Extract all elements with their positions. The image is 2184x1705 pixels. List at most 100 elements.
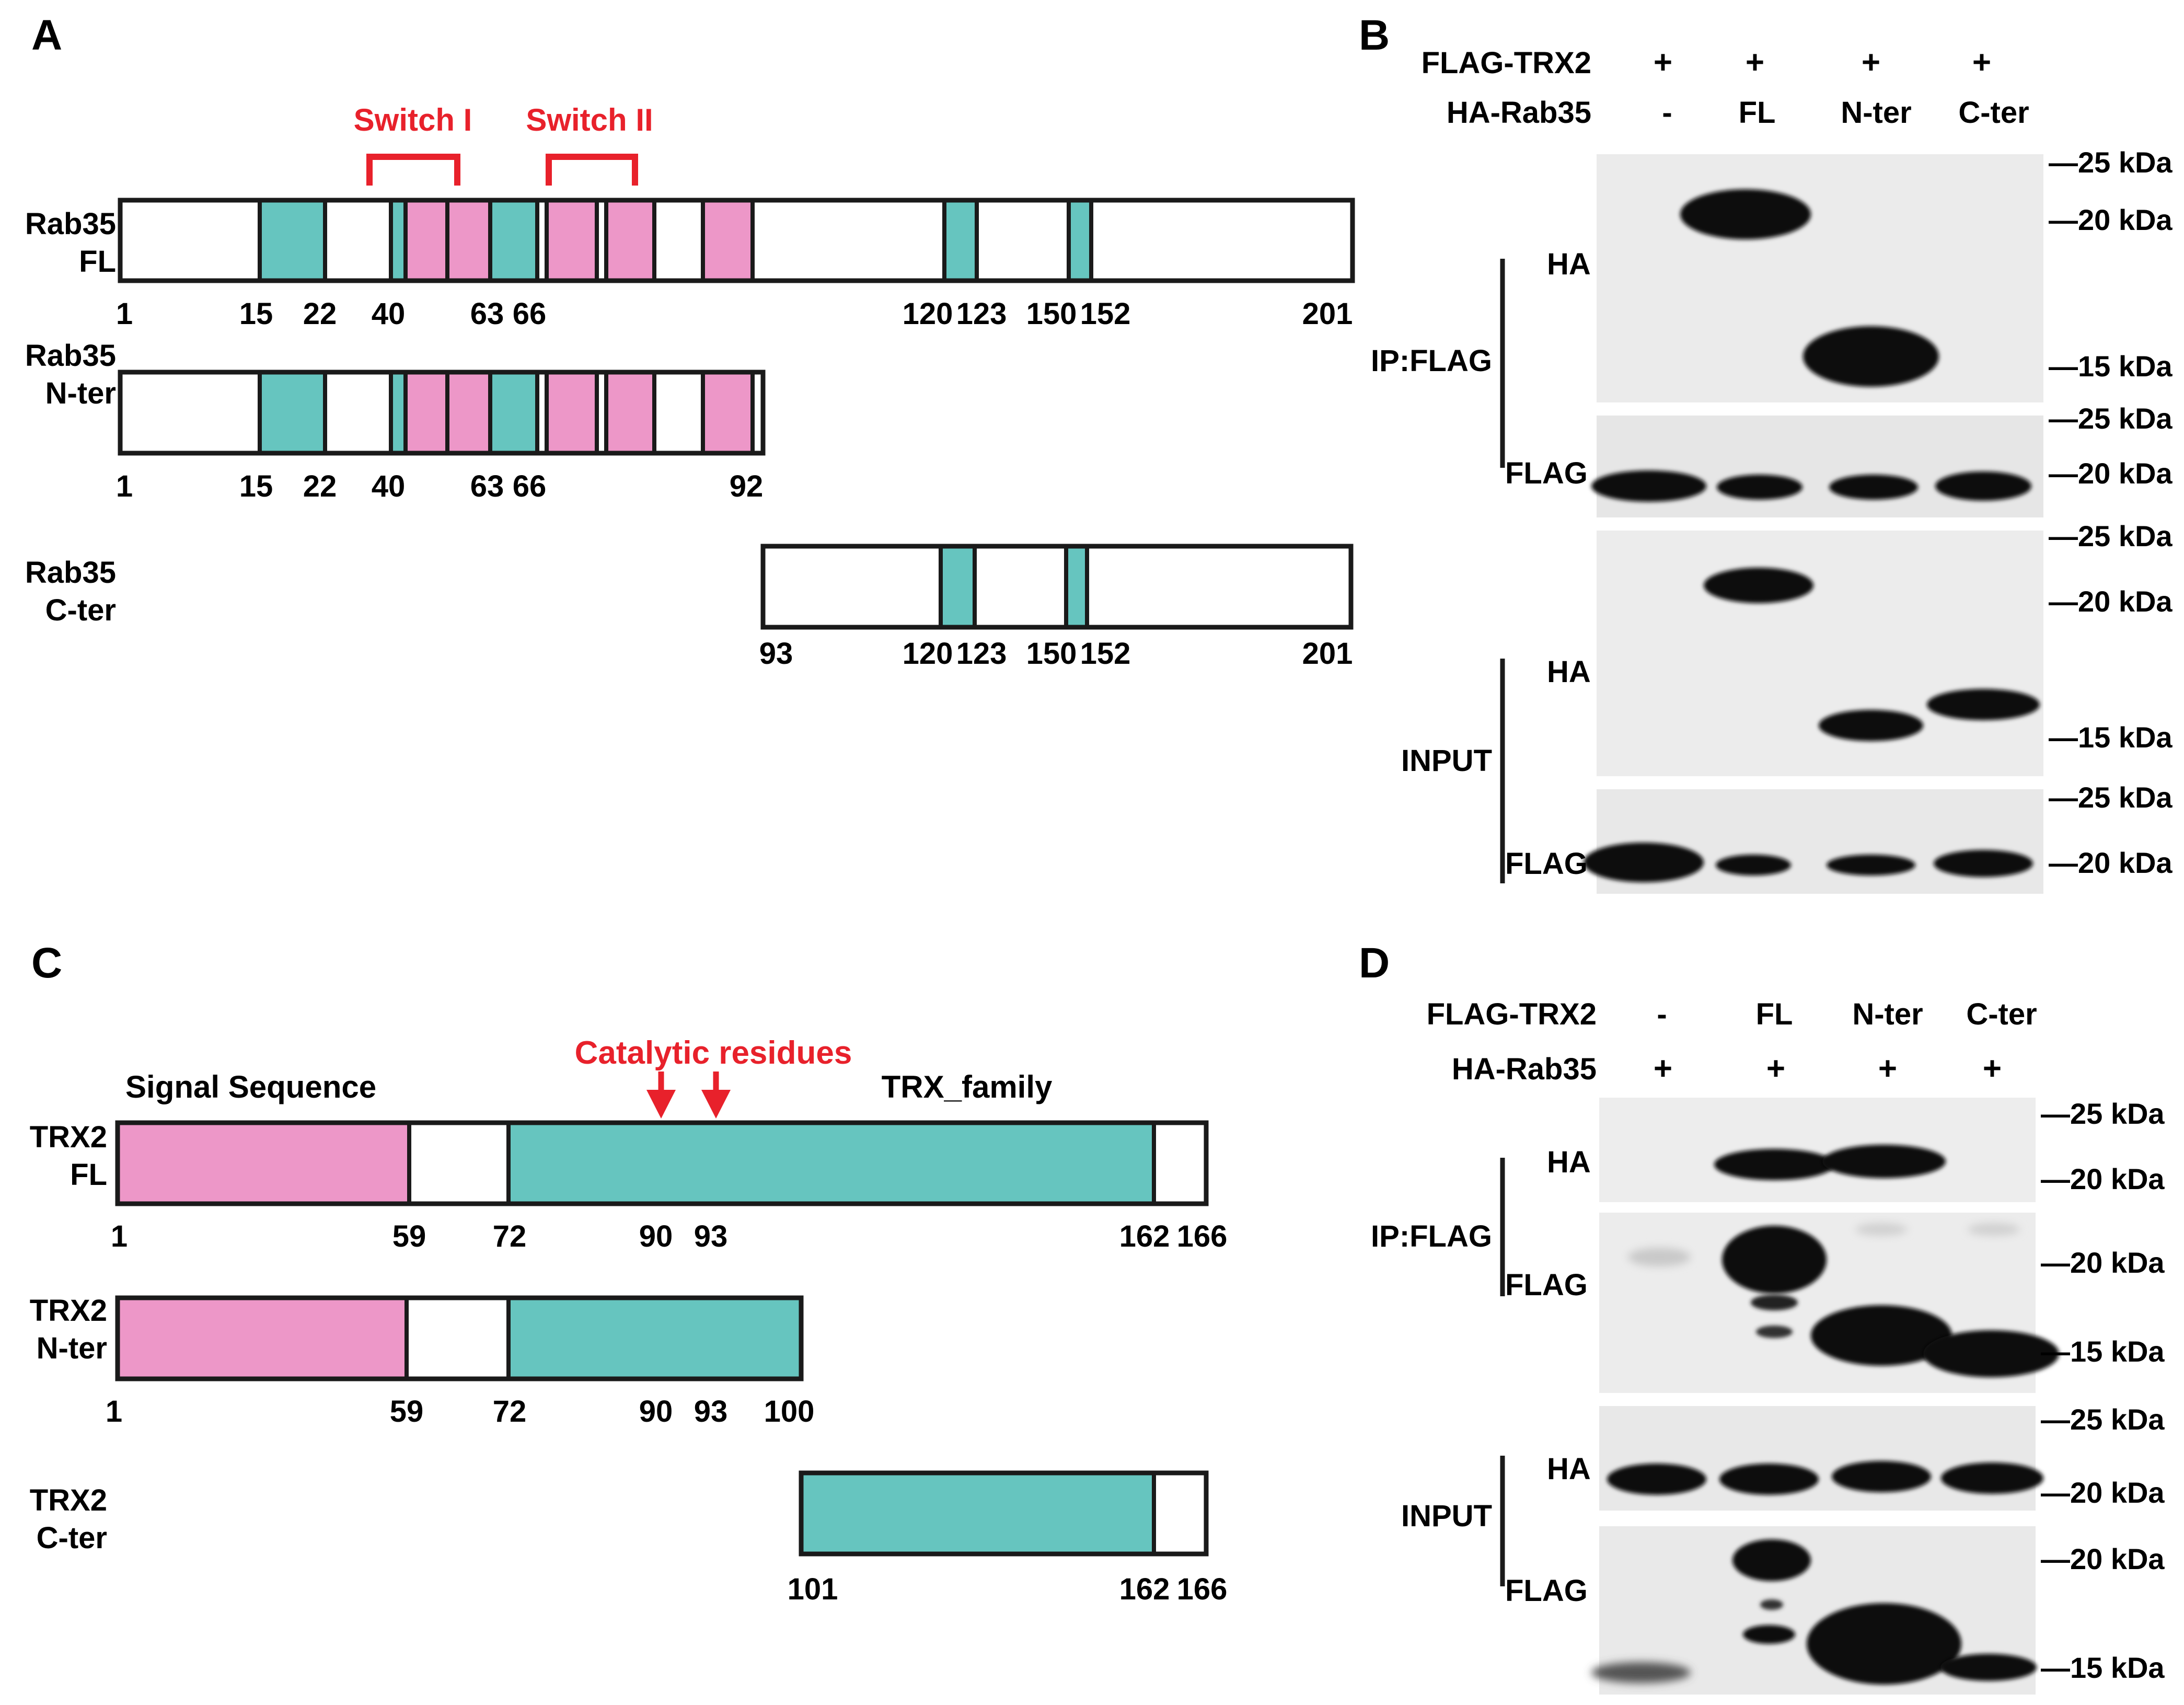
- panel-d-row-label: FLAG-TRX2: [1427, 997, 1597, 1031]
- blot-band: [1717, 475, 1802, 500]
- panel-b: B FLAG-TRX2 + + + + HA-Rab35 - FL N-ter …: [1359, 11, 2173, 894]
- panel-d-blot-label: FLAG: [1505, 1574, 1588, 1608]
- rab35-nter-tick: 1: [116, 469, 133, 503]
- blot-band: [1722, 1226, 1827, 1294]
- trx2-nter-tick: 93: [694, 1395, 728, 1428]
- rab35-nter-tick: 40: [372, 469, 406, 503]
- panel-d-blot-label: HA: [1547, 1452, 1591, 1486]
- blot-band: [1923, 1330, 2059, 1377]
- blot-band: [1719, 1464, 1819, 1495]
- trx2-nter-tick: 90: [639, 1395, 673, 1428]
- trx2-cter-tick: 162: [1119, 1572, 1170, 1606]
- panel-b-marker: —25 kDa: [2049, 520, 2173, 552]
- blot-band: [1941, 1462, 2043, 1494]
- rab35-nter-name-1: Rab35: [25, 339, 116, 373]
- blot-band: [1935, 471, 2031, 501]
- panel-d-row-label: HA-Rab35: [1452, 1052, 1597, 1086]
- blot-band: [1751, 1295, 1798, 1310]
- rab35-nter-tick: 22: [303, 469, 337, 503]
- rab35-fl-tick: 123: [956, 297, 1007, 331]
- panel-b-blot-label: FLAG: [1505, 456, 1588, 490]
- rab35-fl-switch-segment: [606, 200, 654, 281]
- panel-d-marker: —20 kDa: [2041, 1162, 2165, 1195]
- rab35-fl-tick: 201: [1302, 297, 1353, 331]
- panel-d-marker: —15 kDa: [2041, 1335, 2165, 1368]
- trx2-fl-bar: [115, 1120, 1209, 1206]
- rab35-nter-switch-segment: [606, 372, 654, 453]
- panel-d-blot-input-flag: [1591, 1526, 2037, 1695]
- blot-band: [1714, 1149, 1834, 1180]
- panel-b-blot-input-ha: [1597, 531, 2043, 776]
- rab35-nter-domain: [260, 372, 325, 453]
- blot-band: [1743, 1625, 1795, 1644]
- rab35-cter-tick: 123: [956, 637, 1007, 671]
- panel-b-marker: —20 kDa: [2049, 457, 2173, 490]
- trx2-nter-tick: 72: [493, 1395, 527, 1428]
- panel-c-letter: C: [31, 939, 62, 987]
- blot-band: [1927, 689, 2040, 720]
- rab35-fl-tick: 1: [116, 297, 133, 331]
- panel-b-marker: —25 kDa: [2049, 146, 2173, 179]
- rab35-nter-domain: [391, 372, 406, 453]
- panel-b-blot-label: HA: [1547, 247, 1591, 281]
- panel-d-lane-mark: +: [1878, 1051, 1897, 1087]
- panel-b-blot-input-flag: [1584, 789, 2043, 894]
- trx2-fl-tick: 162: [1119, 1219, 1170, 1253]
- panel-b-group-label: INPUT: [1401, 744, 1492, 778]
- blot-band: [1968, 1223, 2020, 1236]
- rab35-fl-domain: [260, 200, 325, 281]
- trx2-fl-tick: 93: [694, 1219, 728, 1253]
- panel-b-group-label: IP:FLAG: [1371, 344, 1492, 378]
- blot-band: [1716, 855, 1791, 875]
- blot-membrane: [1597, 531, 2043, 776]
- panel-b-marker: —15 kDa: [2049, 721, 2173, 754]
- panel-d-lane-mark: N-ter: [1852, 997, 1923, 1031]
- panel-d-blot-ip-ha: [1599, 1098, 2036, 1202]
- panel-d-marker: —25 kDa: [2041, 1403, 2165, 1436]
- trx-family-segment: [801, 1473, 1154, 1554]
- trx2-fl-tick: 166: [1177, 1219, 1228, 1253]
- signal-sequence-segment: [118, 1298, 407, 1379]
- switch-i-bracket: [366, 154, 460, 186]
- panel-b-lane-mark: FL: [1739, 96, 1776, 130]
- blot-band: [1819, 710, 1923, 741]
- blot-band: [1811, 1305, 1952, 1366]
- rab35-nter-bar: [118, 370, 766, 456]
- blot-band: [1760, 1599, 1783, 1610]
- blot-band: [1607, 1464, 1706, 1495]
- rab35-fl-domain: [490, 200, 537, 281]
- blot-band: [1832, 1461, 1931, 1492]
- rab35-nter-tick: 92: [730, 469, 764, 503]
- panel-d-lane-mark: C-ter: [1966, 997, 2037, 1031]
- trx2-cter-tick: 101: [788, 1572, 838, 1606]
- rab35-fl-domain: [1069, 200, 1091, 281]
- panel-b-lane-mark: C-ter: [1958, 96, 2029, 130]
- signal-sequence-label: Signal Sequence: [125, 1069, 376, 1104]
- rab35-nter-tick: 15: [239, 469, 273, 503]
- panel-d-marker: —15 kDa: [2041, 1651, 2165, 1684]
- rab35-fl-tick: 22: [303, 297, 337, 331]
- blot-band: [1807, 1603, 1961, 1685]
- panel-d-lane-mark: -: [1657, 997, 1667, 1031]
- blot-band: [1934, 850, 2033, 877]
- panel-b-lane-mark: +: [1746, 44, 1764, 80]
- blot-band: [1756, 1326, 1793, 1338]
- rab35-fl-bar: [118, 198, 1355, 283]
- blot-band: [1829, 475, 1918, 500]
- blot-membrane: [1597, 416, 2043, 517]
- rab35-nter-domain: [490, 372, 537, 453]
- panel-c: C Signal Sequence Catalytic residues TRX…: [30, 939, 1228, 1606]
- panel-d-lane-mark: FL: [1756, 997, 1793, 1031]
- blot-membrane: [1599, 1406, 2036, 1511]
- rab35-cter-tick: 120: [903, 637, 953, 671]
- panel-a: A Switch I Switch II Rab35 FL: [25, 11, 1355, 671]
- rab35-cter-tick: 152: [1080, 637, 1131, 671]
- trx2-nter-tick: 59: [390, 1395, 424, 1428]
- panel-d: D FLAG-TRX2 - FL N-ter C-ter HA-Rab35 + …: [1359, 939, 2165, 1695]
- blot-band: [1584, 843, 1704, 882]
- panel-b-blot-label: FLAG: [1505, 847, 1588, 881]
- blot-band: [1732, 1539, 1811, 1581]
- panel-b-lane-mark: N-ter: [1841, 96, 1911, 130]
- rab35-fl-tick: 63: [470, 297, 504, 331]
